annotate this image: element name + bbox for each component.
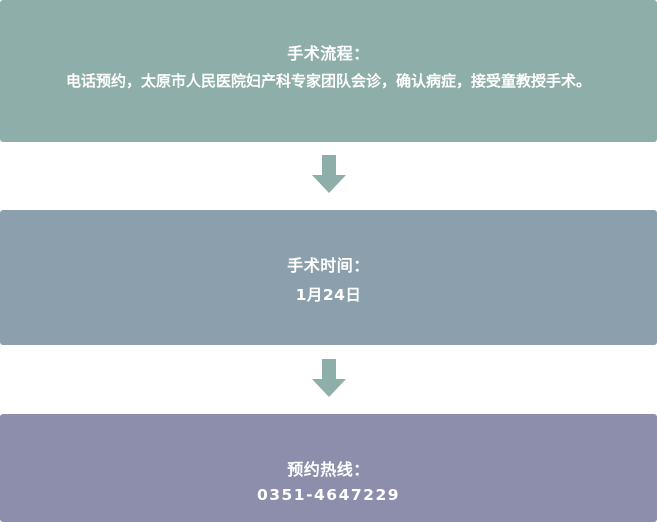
arrow-down-icon — [312, 155, 346, 193]
appointment-hotline-heading: 预约热线： — [287, 460, 370, 479]
arrow-down-icon — [312, 359, 346, 397]
surgery-process-card: 手术流程： 电话预约，太原市人民医院妇产科专家团队会诊，确认病症，接受童教授手术… — [0, 0, 657, 142]
surgery-process-text: 电话预约，太原市人民医院妇产科专家团队会诊，确认病症，接受童教授手术。 — [65, 72, 591, 90]
surgery-time-heading: 手术时间： — [287, 256, 370, 275]
appointment-hotline-card: 预约热线： 0351-4647229 — [0, 414, 657, 522]
surgery-process-heading: 手术流程： — [287, 44, 370, 63]
surgery-time-card: 手术时间： 1月24日 — [0, 210, 657, 345]
surgery-time-value: 1月24日 — [295, 286, 362, 304]
appointment-hotline-number[interactable]: 0351-4647229 — [256, 486, 401, 504]
